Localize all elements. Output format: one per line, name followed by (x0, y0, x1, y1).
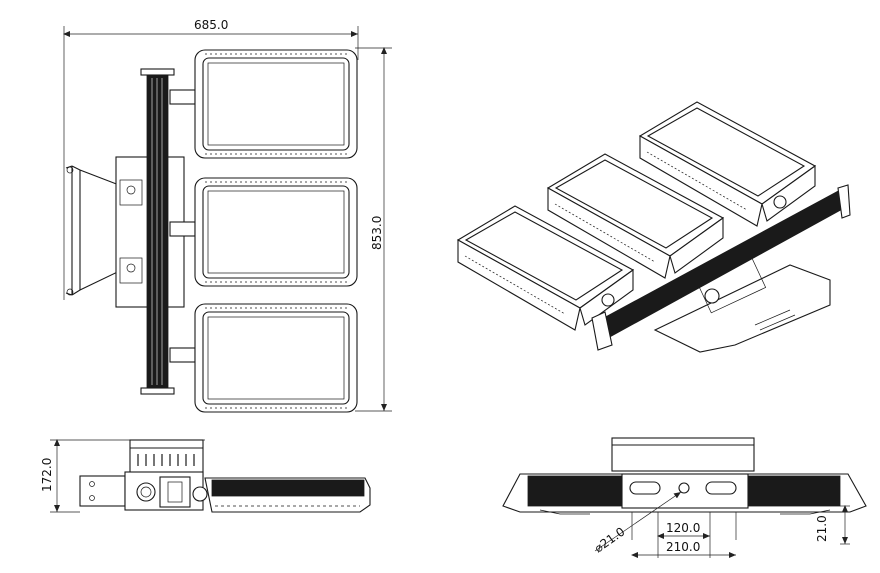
front-view: 685.0 853.0 (63, 18, 392, 413)
front-light-panel-bottom (194, 303, 358, 413)
top-view: 120.0 210.0 ⌀21.0 21.0 (502, 437, 867, 558)
front-light-panel-middle (194, 177, 358, 287)
dimension-height-label: 853.0 (370, 216, 384, 250)
dimension-hole-spacing-label: 120.0 (666, 521, 700, 535)
front-light-panel-top (194, 49, 358, 159)
isometric-view (456, 101, 851, 353)
dimension-side-height-label: 172.0 (40, 458, 54, 492)
dimension-width-label: 685.0 (194, 18, 228, 32)
dimension-bracket-width-label: 210.0 (666, 540, 700, 554)
iso-light-panel-middle (546, 153, 725, 279)
dimension-hole-diameter-label: ⌀21.0 (592, 525, 628, 556)
iso-light-panel-right (638, 101, 817, 227)
side-view: 172.0 (40, 439, 371, 513)
dimension-edge-offset-label: 21.0 (815, 515, 829, 542)
